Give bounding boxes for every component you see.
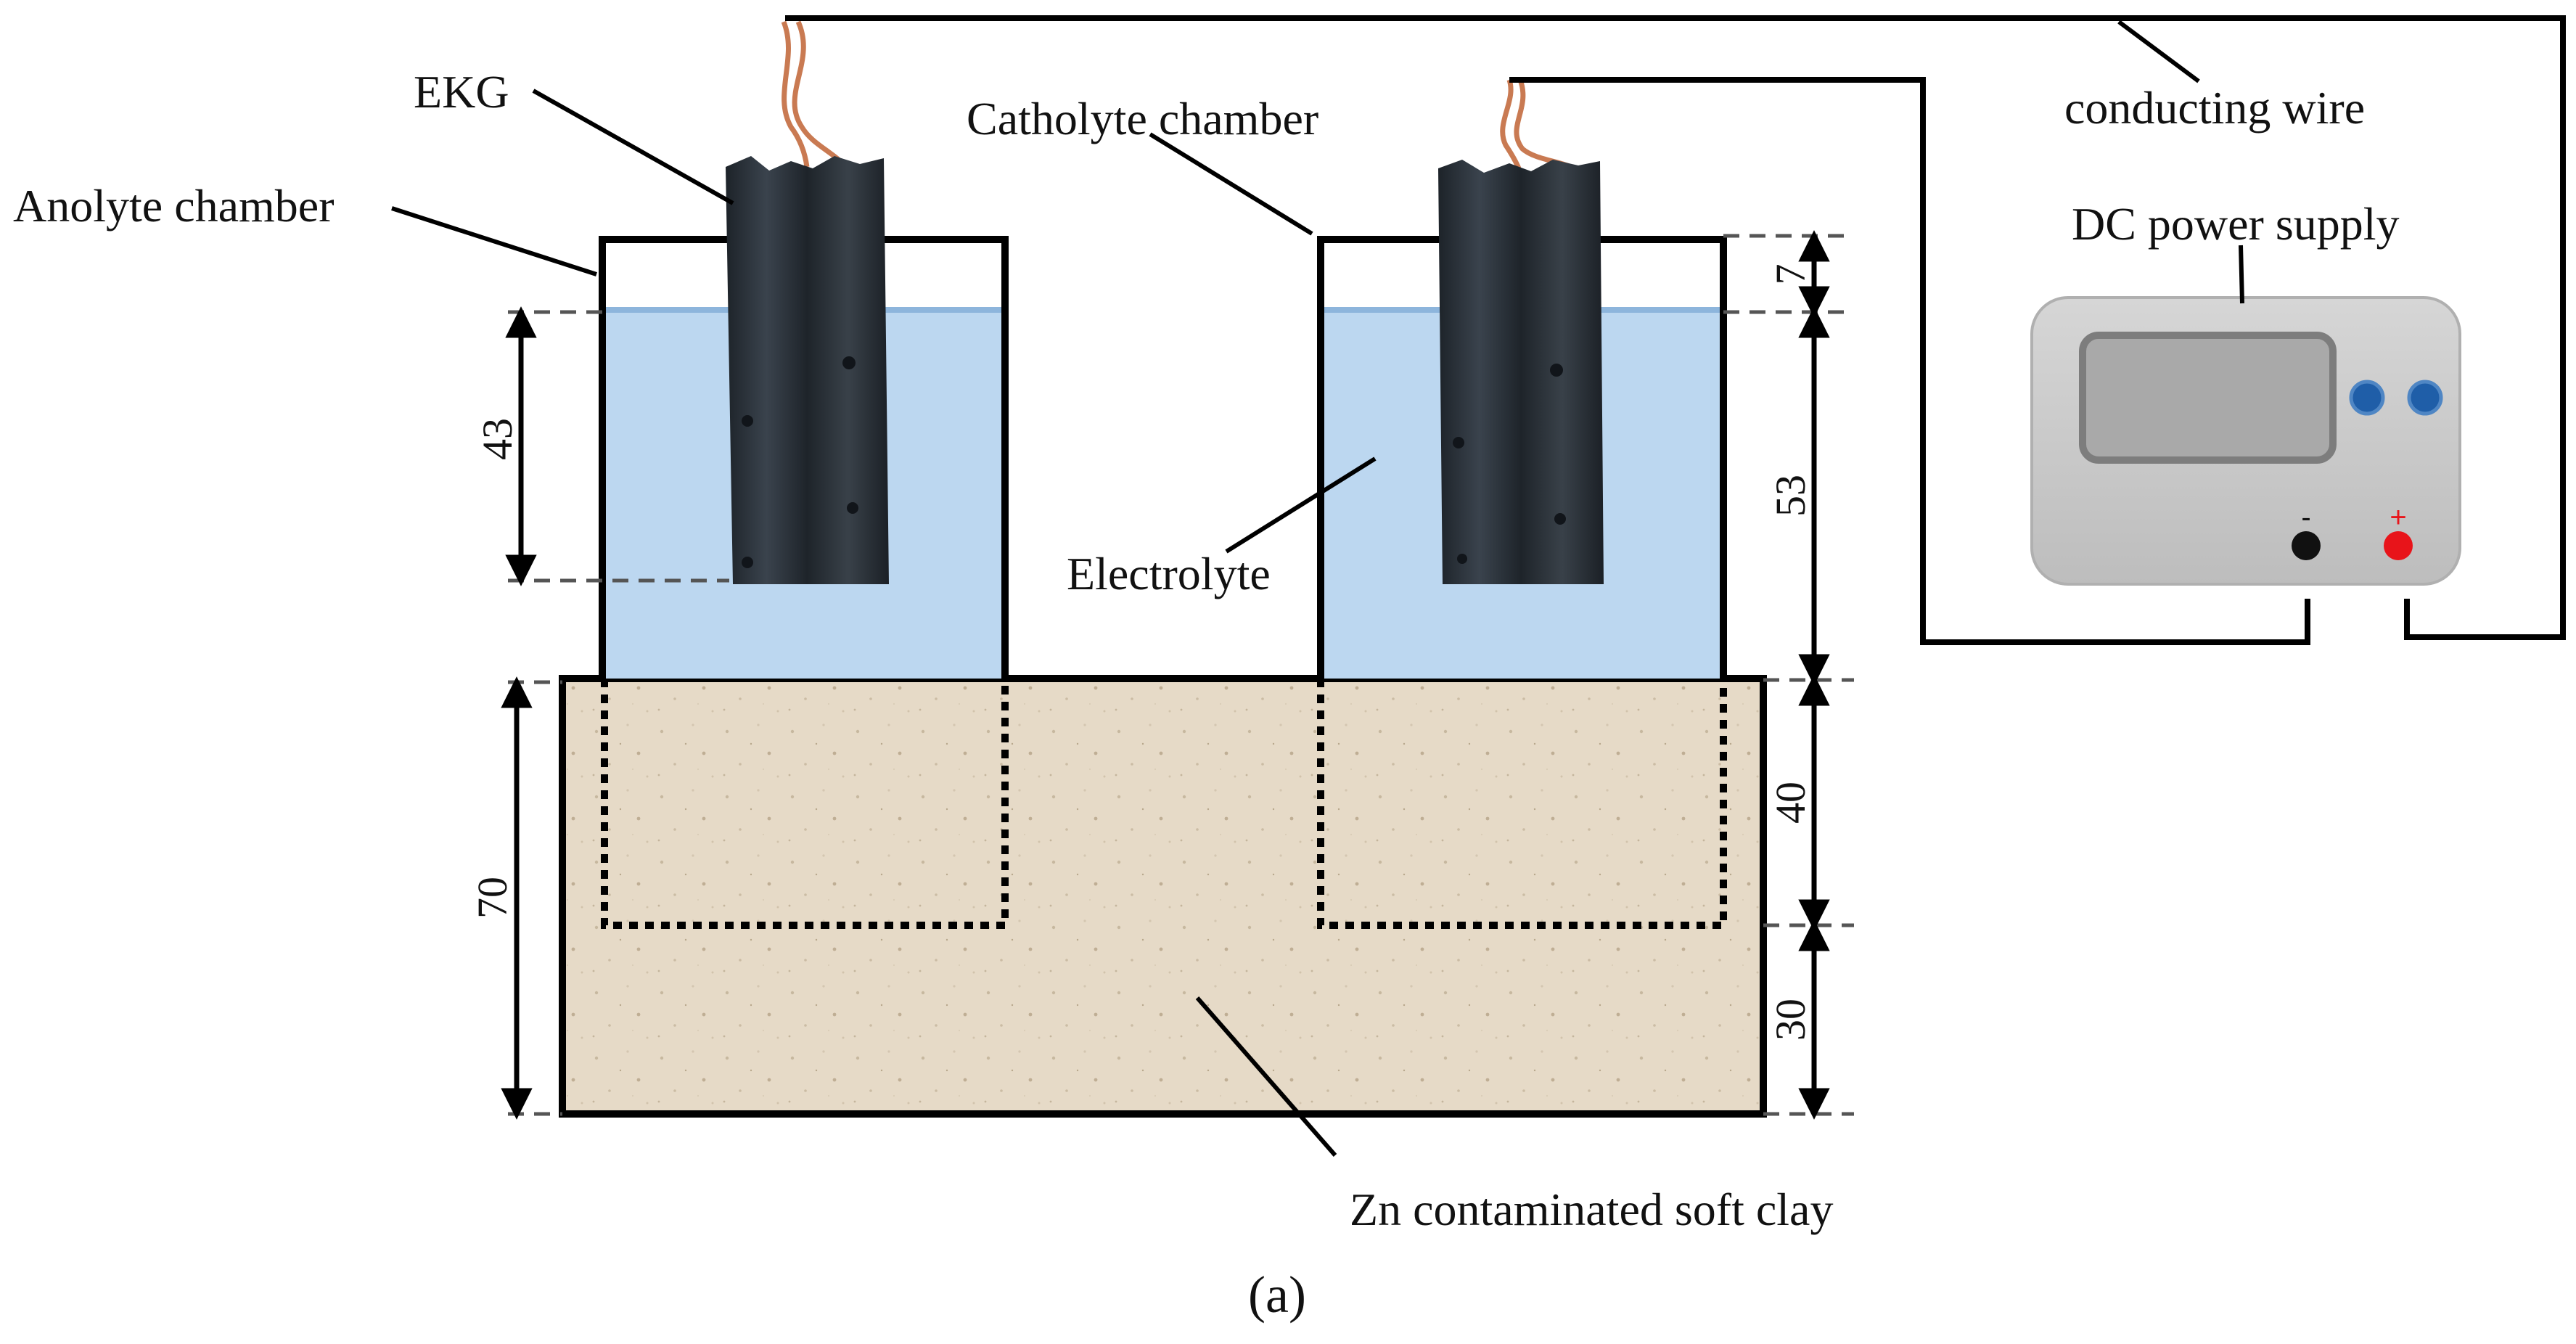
figure-caption: (a): [1248, 1266, 1306, 1324]
label-soil: Zn contaminated soft clay: [1350, 1184, 1833, 1235]
leader-anolyte: [391, 206, 597, 276]
negative-terminal: [2292, 531, 2321, 560]
dc-power-supply: - +: [2030, 296, 2461, 586]
anode-copper-lead: [781, 20, 848, 169]
cathode-electrode: [1438, 78, 1604, 584]
dim-chamber-embedment: 40: [1767, 782, 1814, 824]
label-dc-power-supply: DC power supply: [2072, 198, 2400, 250]
leader-catholyte: [1149, 132, 1313, 236]
soil-sample: [559, 675, 1767, 1118]
conducting-wires: [785, 15, 2566, 645]
positive-terminal-label: +: [2390, 501, 2406, 533]
negative-terminal-label: -: [2301, 501, 2310, 533]
anode-electrode: [726, 20, 889, 584]
power-supply-screen: [2079, 332, 2337, 464]
label-ekg: EKG: [414, 66, 509, 118]
knob-icon: [2349, 380, 2385, 416]
dim-soil-below-chamber: 30: [1767, 999, 1814, 1041]
label-electrolyte: Electrolyte: [1067, 548, 1271, 599]
wire-cathode-to-negative: [1509, 77, 2310, 645]
leader-ekg: [532, 89, 734, 205]
label-anolyte-chamber: Anolyte chamber: [13, 180, 335, 231]
leader-lines: [391, 20, 2244, 1157]
soil-box: [559, 675, 1767, 1118]
cathode-graphite-rod: [1438, 160, 1604, 584]
leader-dc-power-supply: [2239, 245, 2244, 304]
positive-terminal: [2384, 531, 2413, 560]
dimension-lines: 43 7 53 70 40 30: [469, 230, 1854, 1120]
dim-soil-total: 70: [469, 877, 516, 919]
anode-graphite-rod: [726, 156, 889, 584]
labels: EKG Anolyte chamber Catholyte chamber co…: [13, 66, 2400, 1324]
label-conducting-wire: conducting wire: [2064, 82, 2365, 134]
leader-conducting-wire: [2117, 20, 2200, 83]
dim-catholyte-freeboard: 7: [1767, 264, 1814, 285]
leader-soil: [1195, 996, 1337, 1157]
catholyte-embedded-outline: [1317, 679, 1727, 929]
knob-icon: [2407, 380, 2443, 416]
wire-anode-to-positive: [785, 15, 2566, 640]
dim-catholyte-electrolyte-depth: 53: [1767, 475, 1814, 517]
cathode-copper-lead: [1500, 78, 1576, 171]
label-catholyte-chamber: Catholyte chamber: [967, 93, 1318, 144]
leader-electrolyte: [1225, 456, 1377, 554]
anolyte-embedded-outline: [601, 679, 1009, 929]
dim-anolyte-electrolyte-depth: 43: [474, 418, 521, 460]
